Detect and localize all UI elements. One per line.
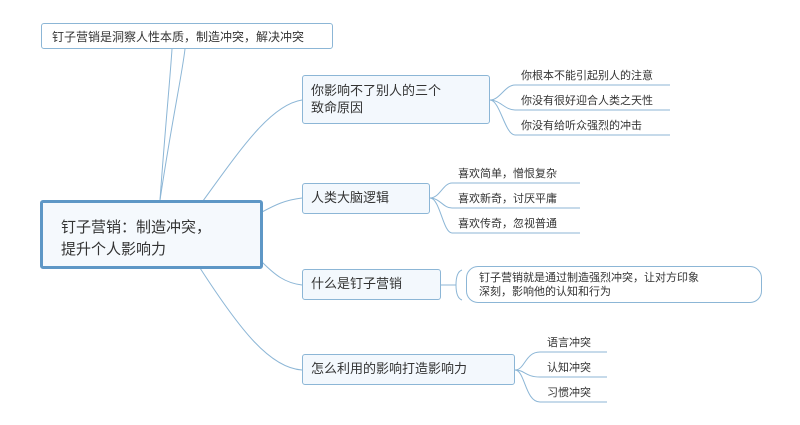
branch-how-to-use[interactable]: 怎么利用的影响打造影响力: [302, 354, 515, 385]
leaf-connector: [429, 197, 580, 234]
branch-what-is[interactable]: 什么是钉子营销: [302, 269, 441, 300]
branch-what-is-label: 什么是钉子营销: [311, 277, 403, 292]
note-bracket: [455, 269, 463, 301]
branch-brain-logic-label: 人类大脑逻辑: [311, 191, 390, 206]
callout-text: 钉子营销是洞察人性本质，制造冲突，解决冲突: [52, 29, 305, 44]
branch-connector: [261, 261, 303, 286]
leaf-connector: [514, 351, 607, 371]
leaf-cognitive-conflict[interactable]: 认知冲突: [547, 361, 591, 374]
leaf-reason-nature[interactable]: 你没有很好迎合人类之天性: [521, 94, 653, 107]
leaf-brain-simple[interactable]: 喜欢简单，憎恨复杂: [458, 167, 557, 180]
leaf-reason-impact[interactable]: 你没有给听众强烈的冲击: [521, 119, 642, 132]
leaf-connector: [429, 197, 580, 209]
note-definition[interactable]: 钉子营销就是通过制造强烈冲突，让对方印象 深刻，影响他的认知和行为: [466, 266, 762, 303]
central-topic[interactable]: 钉子营销：制造冲突， 提升个人影响力: [40, 200, 263, 269]
leaf-reason-attention[interactable]: 你根本不能引起别人的注意: [521, 69, 653, 82]
branch-brain-logic[interactable]: 人类大脑逻辑: [302, 183, 430, 214]
leaf-connector: [489, 99, 670, 111]
leaf-connector: [429, 182, 580, 199]
leaf-brain-novel[interactable]: 喜欢新奇，讨厌平庸: [458, 192, 557, 205]
branch-connector: [199, 99, 303, 206]
leaf-brain-legend[interactable]: 喜欢传奇，忽视普通: [458, 217, 557, 230]
callout-connector: [159, 48, 173, 201]
callout-node[interactable]: 钉子营销是洞察人性本质，制造冲突，解决冲突: [41, 23, 333, 49]
branch-how-to-use-label: 怎么利用的影响打造影响力: [311, 362, 468, 377]
branch-three-reasons[interactable]: 你影响不了别人的三个 致命原因: [302, 75, 490, 124]
branch-connector: [199, 267, 303, 371]
branch-connector: [261, 197, 303, 213]
central-topic-line2: 提升个人影响力: [61, 240, 167, 258]
leaf-habit-conflict[interactable]: 习惯冲突: [547, 386, 591, 399]
leaf-language-conflict[interactable]: 语言冲突: [547, 336, 591, 349]
note-definition-line1: 钉子营销就是通过制造强烈冲突，让对方印象: [479, 271, 699, 284]
callout-connector: [159, 48, 186, 201]
leaf-connector: [514, 369, 607, 378]
branch-three-reasons-line2: 致命原因: [311, 100, 364, 116]
note-definition-line2: 深刻，影响他的认知和行为: [479, 285, 611, 298]
leaf-connector: [489, 99, 670, 136]
leaf-connector: [489, 84, 670, 101]
branch-three-reasons-line1: 你影响不了别人的三个: [311, 83, 442, 99]
leaf-connector: [514, 369, 607, 403]
central-topic-line1: 钉子营销：制造冲突，: [61, 218, 212, 236]
